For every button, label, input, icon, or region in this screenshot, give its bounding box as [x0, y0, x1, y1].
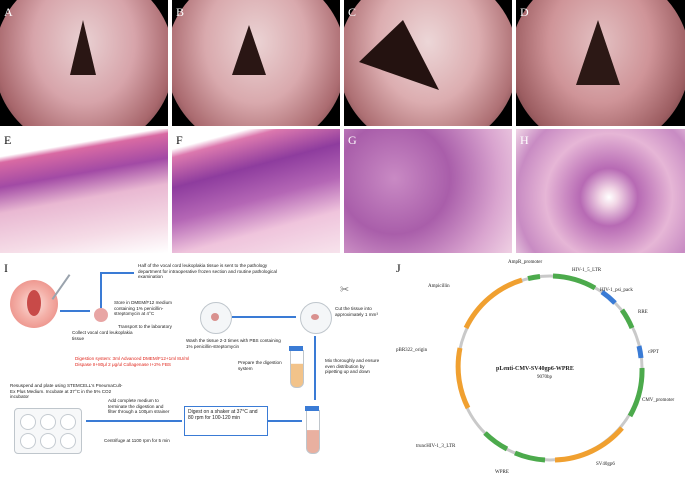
label-wpre: WPRE [495, 470, 509, 475]
workflow-diagram: I Collect vocal cord leukoplakia tissue … [0, 258, 385, 480]
panel-label-f: F [176, 133, 183, 147]
well-5 [40, 433, 56, 449]
vocal-cord-icon [27, 290, 41, 316]
segment-psi-pack [600, 289, 617, 305]
plasmid-size: 9070bp [537, 375, 552, 380]
collect-text: Collect vocal cord leukoplakia tissue [72, 330, 133, 341]
transport-text: Transport to the laboratory [118, 324, 172, 329]
panel-label-h: H [520, 133, 529, 147]
endoscopy-image-a: A [0, 0, 168, 126]
label-ampr-promoter: AmpR_promoter [508, 260, 543, 265]
arrow-1 [60, 310, 90, 312]
endoscopy-image-d: D [516, 0, 685, 126]
well-2 [40, 414, 56, 430]
well-1 [20, 414, 36, 430]
panel-label-i: I [4, 261, 8, 275]
label-psi-pack: HIV-1_psi_pack [600, 288, 633, 293]
panel-label-a: A [4, 5, 13, 19]
histology-image-f: F [172, 129, 340, 253]
panel-label-g: G [348, 133, 357, 147]
segment-ampicillin [463, 277, 523, 330]
label-cppt: cPPT [648, 350, 659, 355]
segment-rre [619, 308, 635, 330]
label-ltr3: truncHIV-1_3_LTR [416, 444, 456, 449]
label-rre: RRE [638, 310, 648, 315]
label-hiv-5-ltr: HIV-1_5_LTR [572, 268, 602, 273]
panel-label-j: J [396, 261, 401, 275]
tube-cap-1 [289, 346, 303, 351]
resuspend-text: Resuspend and plate using STEMCELL's Pne… [10, 383, 123, 400]
segment-wpre [514, 450, 546, 463]
scissors-icon: ✂ [340, 283, 350, 296]
label-ampicillin: Ampicillin [428, 284, 450, 289]
segment-pbr [455, 347, 471, 410]
panel-label-c: C [348, 5, 357, 19]
panel-label-e: E [4, 133, 12, 147]
segment-sv40 [554, 426, 624, 463]
digestion-system-text: Digestion system: 3ml Advanced DMEM/F12+… [75, 356, 190, 367]
digest-text: Digest on a shaker at 37°C and 80 rpm fo… [188, 409, 258, 422]
tube-icon-2 [306, 410, 320, 454]
histology-image-h: H [516, 129, 685, 253]
well-3 [60, 414, 76, 430]
wash-text: Wash the tissue 2-3 times with PBS conta… [186, 338, 281, 349]
tissue-sample-icon [94, 308, 108, 322]
tube-cap-2 [305, 406, 319, 411]
arrow-6 [268, 420, 302, 422]
panel-label-b: B [176, 5, 185, 19]
well-4 [20, 433, 36, 449]
label-cmv: CMV_promoter [642, 398, 675, 403]
forceps-icon [51, 274, 71, 300]
label-sv40: SV40gp6 [596, 462, 615, 467]
plasmid-ring [455, 273, 645, 463]
store-text: Store in DMEM/F12 medium containing 1% p… [114, 300, 172, 317]
arrow-3 [100, 272, 134, 274]
prepare-text: Prepare the digestion system [238, 360, 282, 371]
plasmid-name: pLenti-CMV-SV40gp6-WPRE [496, 366, 574, 372]
cut-text: Cut the tissue into approximately 1 mm³ [335, 306, 378, 317]
arrow-2 [100, 272, 102, 308]
segment-cppt [636, 345, 644, 359]
arrow-4 [232, 316, 296, 318]
mix-text: Mix thoroughly and ensure even distribut… [325, 358, 380, 375]
half-tissue-text: Half of the vocal cord leukoplakia tissu… [138, 263, 277, 280]
tissue-in-dish-2 [311, 314, 319, 320]
plasmid-map: J pLenti-CMV-SV40gp6-WPRE 9070bp AmpR_pr… [390, 258, 685, 480]
segment-ltr3 [483, 431, 509, 452]
segment-ampr-promoter [527, 274, 541, 282]
histology-image-g: G [344, 129, 512, 253]
tissue-in-dish-1 [211, 313, 219, 321]
endoscopy-image-b: B [172, 0, 340, 126]
histology-image-e: E [0, 129, 168, 253]
arrow-7 [86, 420, 182, 422]
well-6 [60, 433, 76, 449]
segment-hiv-5-ltr [552, 273, 597, 291]
add-medium-text: Add complete medium to terminate the dig… [108, 398, 170, 415]
endoscopy-image-c: C [344, 0, 512, 126]
centrifuge-text: Centrifuge at 1100 rpm for 5 min [104, 438, 170, 443]
digest-box: Digest on a shaker at 37°C and 80 rpm fo… [184, 406, 268, 436]
arrow-5 [314, 336, 316, 400]
tube-icon-1 [290, 350, 304, 388]
segment-cmv [627, 367, 645, 418]
panel-label-d: D [520, 5, 529, 19]
label-pbr: pBR322_origin [396, 348, 428, 353]
